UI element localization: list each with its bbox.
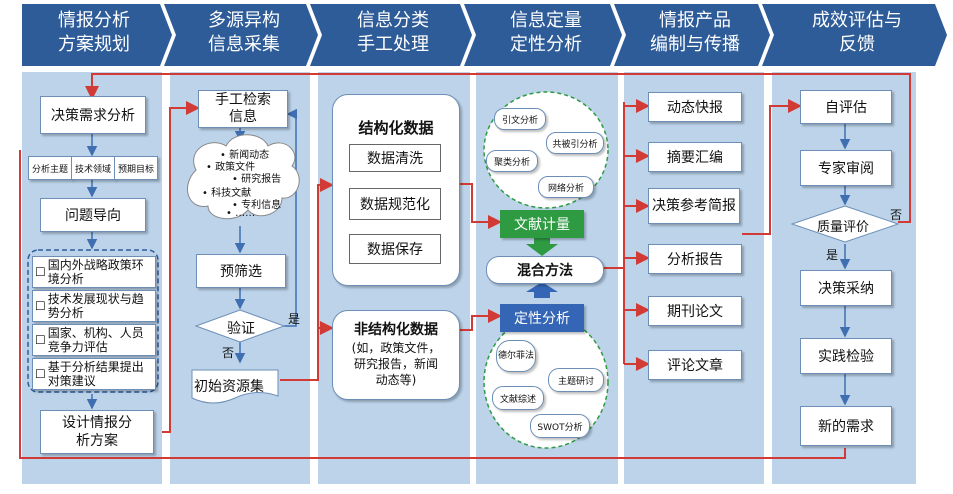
checkbox-icon: ☐ bbox=[35, 265, 46, 279]
stage-header-3: 信息分类手工处理 bbox=[357, 10, 429, 55]
structured-data-title: 结构化数据 bbox=[358, 119, 434, 137]
verify-label: 验证 bbox=[227, 321, 255, 337]
tech-field-box: 技术领域 bbox=[71, 156, 115, 180]
analysis-item-1: ☐国内外战略政策环境分析 bbox=[32, 256, 156, 288]
topic-seminar-box: 主题研讨 bbox=[548, 368, 604, 392]
bullet-icon: • bbox=[202, 188, 212, 199]
citation-analysis-box: 引文分析 bbox=[494, 108, 546, 130]
cloud-item-more: • …… bbox=[226, 208, 256, 219]
expert-review-box: 专家审阅 bbox=[800, 150, 892, 186]
verify-yes-label: 是 bbox=[288, 312, 301, 326]
stage-header-4: 信息定量定性分析 bbox=[510, 10, 582, 55]
unstructured-data-panel: 非结构化数据 (如，政策文件， 研究报告，新闻 动态等) bbox=[332, 310, 460, 400]
bullet-icon: • bbox=[220, 150, 230, 161]
product-commentary: 评论文章 bbox=[648, 350, 742, 380]
cocitation-analysis-box: 共被引分析 bbox=[546, 132, 604, 154]
quality-yes-label: 是 bbox=[826, 248, 839, 262]
checkbox-icon: ☐ bbox=[35, 333, 46, 347]
cloud-item-policy: • 政策文件 bbox=[206, 162, 256, 173]
cloud-item-patents: • 专利信息 bbox=[232, 200, 282, 211]
analysis-item-2: ☐技术发展现状与趋势分析 bbox=[32, 290, 156, 322]
new-needs-box: 新的需求 bbox=[800, 406, 892, 446]
unstructured-note-line: 研究报告，新闻 bbox=[353, 357, 438, 371]
unstructured-note-line: 动态等) bbox=[375, 373, 417, 387]
manual-retrieval-box: 手工检索信息 bbox=[198, 90, 288, 128]
stage-header-5: 情报产品编制与传播 bbox=[650, 10, 740, 55]
problem-oriented-box: 问题导向 bbox=[40, 198, 146, 232]
verify-no-label: 否 bbox=[222, 346, 235, 360]
practice-test-box: 实践检验 bbox=[800, 338, 892, 374]
stage-header-6: 成效评估与反馈 bbox=[812, 10, 902, 55]
decision-needs-box: 决策需求分析 bbox=[40, 96, 146, 134]
network-analysis-box: 网络分析 bbox=[538, 176, 594, 198]
bullet-icon: • bbox=[232, 200, 242, 211]
bullet-icon: • bbox=[232, 174, 242, 185]
column-bg-5 bbox=[624, 72, 764, 484]
cloud-item-news: • 新闻动态 bbox=[220, 150, 270, 161]
design-plan-box: 设计情报分析方案 bbox=[40, 410, 154, 454]
product-journal-paper: 期刊论文 bbox=[648, 296, 742, 326]
qualitative-analysis-box: 定性分析 bbox=[500, 304, 584, 332]
bibliometrics-box: 文献计量 bbox=[500, 210, 584, 238]
unstructured-note-line: (如，政策文件， bbox=[351, 341, 441, 355]
mixed-methods-box: 混合方法 bbox=[486, 256, 604, 284]
checkbox-icon: ☐ bbox=[35, 367, 46, 381]
quality-no-label: 否 bbox=[890, 208, 903, 222]
delphi-box: 德尔菲法 bbox=[496, 340, 536, 372]
cloud-item-literature: • 科技文献 bbox=[202, 188, 252, 199]
product-decision-brief: 决策参考简报 bbox=[648, 188, 740, 224]
data-cleaning-box: 数据清洗 bbox=[349, 144, 441, 172]
product-dynamic-bulletin: 动态快报 bbox=[648, 92, 742, 122]
swot-analysis-box: SWOT分析 bbox=[530, 414, 590, 438]
data-normalization-box: 数据规范化 bbox=[349, 188, 441, 220]
product-abstract-compilation: 摘要汇编 bbox=[648, 142, 742, 172]
stage-header-2: 多源异构信息采集 bbox=[208, 10, 280, 55]
self-evaluation-box: 自评估 bbox=[800, 90, 892, 124]
analysis-item-4: ☐基于分析结果提出对策建议 bbox=[32, 358, 156, 390]
stage-header-1: 情报分析方案规划 bbox=[58, 10, 130, 55]
bullet-icon: • bbox=[206, 162, 216, 173]
decision-adoption-box: 决策采纳 bbox=[800, 270, 892, 306]
expected-goal-box: 预期目标 bbox=[114, 156, 158, 180]
product-analysis-report: 分析报告 bbox=[648, 244, 742, 274]
cluster-analysis-box: 聚类分析 bbox=[486, 150, 538, 172]
unstructured-data-title: 非结构化数据 bbox=[354, 322, 438, 338]
checkbox-icon: ☐ bbox=[35, 299, 46, 313]
bullet-icon: • bbox=[226, 208, 236, 219]
quality-eval-label: 质量评价 bbox=[817, 220, 870, 235]
data-storage-box: 数据保存 bbox=[349, 234, 441, 264]
prescreen-box: 预筛选 bbox=[196, 254, 286, 288]
cloud-item-reports: • 研究报告 bbox=[232, 174, 282, 185]
initial-resources-label: 初始资源集 bbox=[194, 379, 264, 395]
literature-review-box: 文献综述 bbox=[492, 386, 544, 410]
analysis-item-3: ☐国家、机构、人员竞争力评估 bbox=[32, 324, 156, 356]
analysis-topic-box: 分析主题 bbox=[28, 156, 72, 180]
